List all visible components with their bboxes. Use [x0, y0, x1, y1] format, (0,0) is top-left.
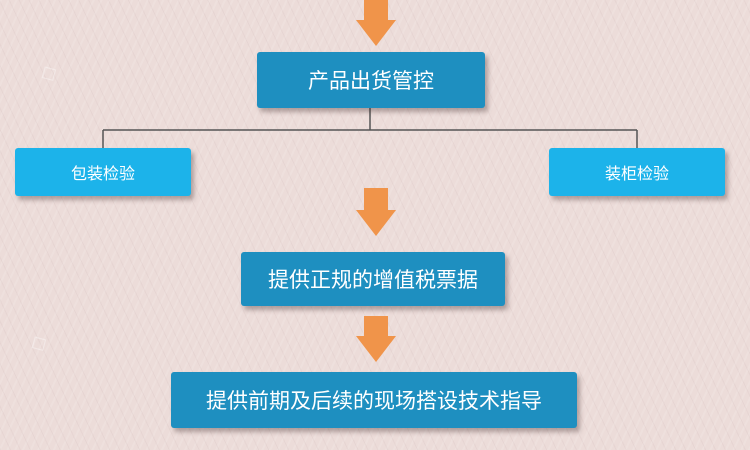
- node-product-control: 产品出货管控: [257, 52, 485, 108]
- down-arrow-icon: [356, 188, 396, 236]
- node-container-inspection: 装柜检验: [549, 148, 725, 196]
- down-arrow-icon: [356, 0, 396, 46]
- node-packing-inspection: 包装检验: [15, 148, 191, 196]
- down-arrow-icon: [356, 316, 396, 362]
- node-vat-invoice: 提供正规的增值税票据: [241, 252, 505, 306]
- node-tech-guidance: 提供前期及后续的现场搭设技术指导: [171, 372, 577, 428]
